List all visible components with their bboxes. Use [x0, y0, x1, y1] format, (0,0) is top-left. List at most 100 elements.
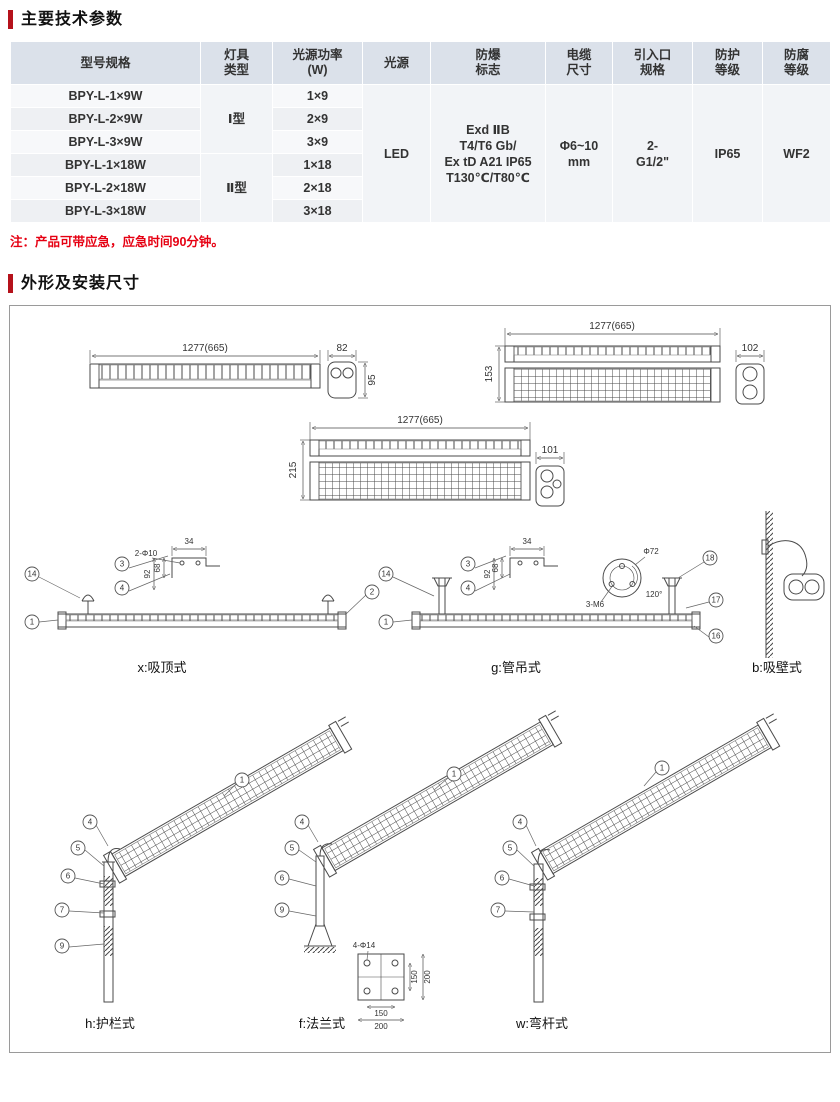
exmark-cell: Exd ⅡB T4/T6 Gb/ Ex tD A21 IP65 T130℃/T8…	[430, 84, 546, 223]
table-row: BPY-L-3×9W 3×9	[10, 130, 831, 154]
model-cell: BPY-L-3×18W	[10, 199, 201, 223]
svg-text:4: 4	[518, 818, 523, 827]
callout-4: 4	[82, 814, 98, 830]
dim-length-a: 1277(665)	[182, 343, 228, 354]
callout-4: 4	[294, 814, 310, 830]
svg-text:1: 1	[660, 764, 665, 773]
callout-7: 7	[54, 902, 70, 918]
table-row: BPY-L-2×9W 2×9	[10, 107, 831, 131]
dim-height-c: 215	[288, 461, 299, 478]
red-accent-bar	[8, 274, 13, 293]
dim-flange-holes: 4-Φ14	[353, 941, 376, 950]
callout-4: 4	[512, 814, 528, 830]
callout-5: 5	[70, 840, 86, 856]
dimensions-section-title: 外形及安装尺寸	[21, 275, 141, 292]
col-header-cable: 电缆 尺寸	[545, 41, 613, 85]
callout-1: 1	[446, 766, 462, 782]
table-header-row: 型号规格 灯具 类型 光源功率 (W) 光源 防爆 标志 电缆 尺寸 引入口 规…	[10, 41, 831, 85]
svg-text:5: 5	[290, 844, 295, 853]
mount-wall: b:吸壁式	[752, 511, 825, 675]
svg-text:14: 14	[28, 570, 37, 579]
callout-1: 1	[24, 614, 40, 630]
corrosion-cell: WF2	[762, 84, 831, 223]
dim-flange-outer: 200	[374, 1022, 388, 1031]
callout-7: 7	[490, 902, 506, 918]
svg-text:5: 5	[76, 844, 81, 853]
callout-14: 14	[24, 566, 40, 582]
mount-ceiling: 34 2-Φ10 68 92 14 3 4	[24, 537, 380, 675]
mount-label-wall: b:吸壁式	[752, 660, 802, 675]
power-cell: 3×9	[272, 130, 363, 154]
svg-text:9: 9	[60, 942, 65, 951]
mount-bent: 1 4 5 6 7 w:弯杆式	[490, 712, 790, 1031]
callout-18: 18	[702, 550, 718, 566]
dimension-drawings: 1277(665) 82 9 5	[24, 321, 825, 1031]
mount-label-pipe: g:管吊式	[491, 660, 541, 675]
dim-width-a: 82	[336, 343, 348, 354]
callout-6: 6	[494, 870, 510, 886]
svg-text:2: 2	[370, 588, 375, 597]
col-header-ip: 防护 等级	[692, 41, 763, 85]
col-header-type: 灯具 类型	[200, 41, 273, 85]
col-header-exmark: 防爆 标志	[430, 41, 546, 85]
svg-text:1: 1	[384, 618, 389, 627]
callout-6: 6	[60, 868, 76, 884]
view-double-lamp-middle: 1277(665) 215 101	[288, 415, 565, 507]
table-row: BPY-L-2×18W 2×18	[10, 176, 831, 200]
callout-1: 1	[654, 760, 670, 776]
svg-text:14: 14	[382, 570, 391, 579]
dim-flange-inner: 150	[374, 1009, 388, 1018]
callout-16: 16	[708, 628, 724, 644]
callout-17: 17	[708, 592, 724, 608]
dim-bracket-h1: 68	[153, 563, 162, 572]
svg-text:4: 4	[300, 818, 305, 827]
table-row: BPY-L-1×18W Ⅱ型 1×18	[10, 153, 831, 223]
svg-text:6: 6	[66, 872, 71, 881]
model-cell: BPY-L-2×9W	[10, 107, 201, 131]
callout-5: 5	[284, 840, 300, 856]
model-cell: BPY-L-1×18W	[10, 153, 201, 177]
ip-cell: IP65	[692, 84, 763, 223]
callout-9: 9	[54, 938, 70, 954]
section-header-params: 主要技术参数	[8, 10, 830, 29]
callout-1: 1	[234, 772, 250, 788]
drawings-panel: 1277(665) 82 9 5	[9, 305, 831, 1053]
type-cell-ii: Ⅱ型	[200, 153, 273, 223]
svg-text:7: 7	[60, 906, 65, 915]
callout-14: 14	[378, 566, 394, 582]
svg-text:1: 1	[452, 770, 457, 779]
svg-text:9: 9	[280, 906, 285, 915]
svg-text:6: 6	[500, 874, 505, 883]
col-header-corrosion: 防腐 等级	[762, 41, 831, 85]
svg-text:7: 7	[496, 906, 501, 915]
svg-text:16: 16	[712, 632, 721, 641]
power-cell: 2×9	[272, 107, 363, 131]
dim-bracket-width: 34	[523, 537, 532, 546]
callout-1: 1	[378, 614, 394, 630]
mount-label-rail: h:护栏式	[85, 1016, 135, 1031]
dim-flange-inner-v: 150	[410, 970, 419, 984]
model-cell: BPY-L-3×9W	[10, 130, 201, 154]
dim-flange-outer-v: 200	[423, 970, 432, 984]
svg-text:17: 17	[712, 596, 721, 605]
mount-pipe: 34 68 92 Φ72 3-M6 120° 1	[378, 537, 724, 675]
dim-hub-dia: Φ72	[643, 547, 659, 556]
mount-label-ceiling: x:吸顶式	[137, 660, 186, 675]
mount-label-flange: f:法兰式	[299, 1016, 345, 1031]
type-cell-i: Ⅰ型	[200, 84, 273, 154]
col-header-source: 光源	[362, 41, 431, 85]
callout-6: 6	[274, 870, 290, 886]
power-cell: 2×18	[272, 176, 363, 200]
red-accent-bar	[8, 10, 13, 29]
svg-text:4: 4	[88, 818, 93, 827]
power-cell: 1×9	[272, 84, 363, 108]
svg-text:4: 4	[120, 584, 125, 593]
svg-text:4: 4	[466, 584, 471, 593]
source-cell: LED	[362, 84, 431, 223]
dim-bracket-h1: 68	[491, 563, 500, 572]
svg-text:18: 18	[706, 554, 715, 563]
svg-text:3: 3	[466, 560, 471, 569]
entry-cell: 2- G1/2"	[612, 84, 693, 223]
power-cell: 3×18	[272, 199, 363, 223]
